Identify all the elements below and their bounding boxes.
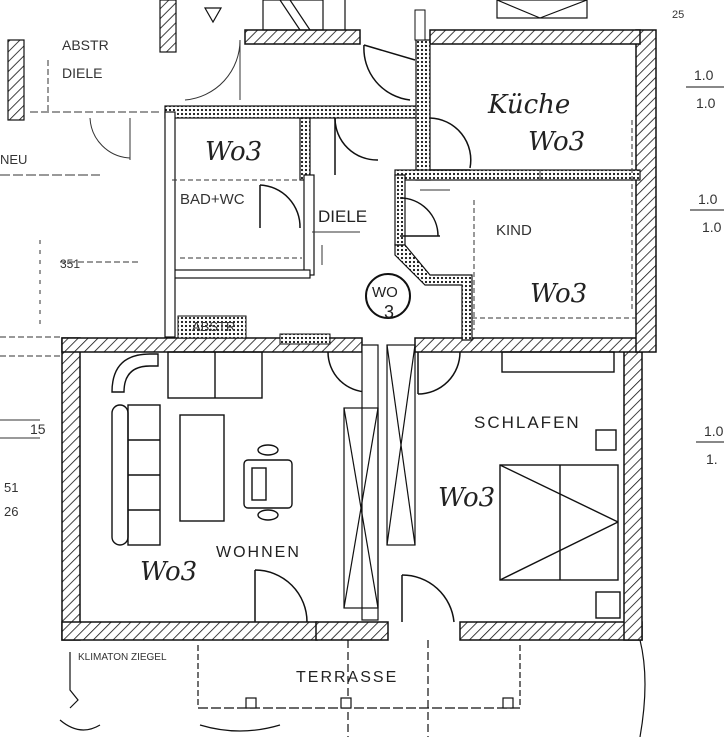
hall-closet xyxy=(343,344,416,621)
hall-label: DIELE xyxy=(318,207,367,226)
brick-note: KLIMATON ZIEGEL xyxy=(78,652,167,663)
new-label: NEU xyxy=(0,152,27,167)
upper-rooms-details xyxy=(172,120,636,330)
kitchen-mark: Wo3 xyxy=(528,127,585,157)
kitchen-label: Küche xyxy=(487,90,570,120)
upper-hall-label: DIELE xyxy=(62,65,102,81)
dim-r3a: 1.0 xyxy=(704,423,724,439)
dim-top: 25 xyxy=(672,9,684,21)
top-fixtures xyxy=(203,0,588,31)
dim-26: 26 xyxy=(4,504,18,519)
dim-r2b: 1.0 xyxy=(702,219,722,235)
kid-room-mark: Wo3 xyxy=(530,279,587,309)
living-room-mark: Wo3 xyxy=(140,557,197,587)
dim-r1b: 1.0 xyxy=(696,95,716,111)
terrace-label: TERRASSE xyxy=(296,669,398,686)
hall-circle-num: 3 xyxy=(384,302,394,322)
terrace xyxy=(59,639,646,737)
dim-r1a: 1.0 xyxy=(694,67,714,83)
dim-r2a: 1.0 xyxy=(698,191,718,207)
bath-room-mark: Wo3 xyxy=(205,137,262,167)
storage-label: ABSTR xyxy=(192,319,235,334)
upper-left-area xyxy=(0,39,241,439)
doors xyxy=(254,44,472,623)
bedroom-mark: Wo3 xyxy=(438,483,495,513)
bedroom-furniture xyxy=(499,351,621,619)
living-room-label: WOHNEN xyxy=(216,544,301,561)
dimension-marks: 1.0 1.0 1.0 1.0 1.0 1. 351 15 51 26 25 xyxy=(4,9,724,519)
inner-walls xyxy=(164,9,641,345)
diele-circle-marker xyxy=(365,273,411,319)
dim-51: 51 xyxy=(4,480,18,495)
bedroom-label: SCHLAFEN xyxy=(474,413,581,432)
dim-351: 351 xyxy=(60,257,80,271)
upper-storage-label: ABSTR xyxy=(62,37,109,53)
dim-15: 15 xyxy=(30,421,46,437)
living-furniture xyxy=(111,351,293,546)
kid-room-label: KIND xyxy=(496,222,532,239)
dim-r3b: 1. xyxy=(706,451,718,467)
bath-wc-label: BAD+WC xyxy=(180,191,245,208)
outer-walls xyxy=(7,0,657,641)
hall-circle-wo: WO xyxy=(372,284,398,301)
